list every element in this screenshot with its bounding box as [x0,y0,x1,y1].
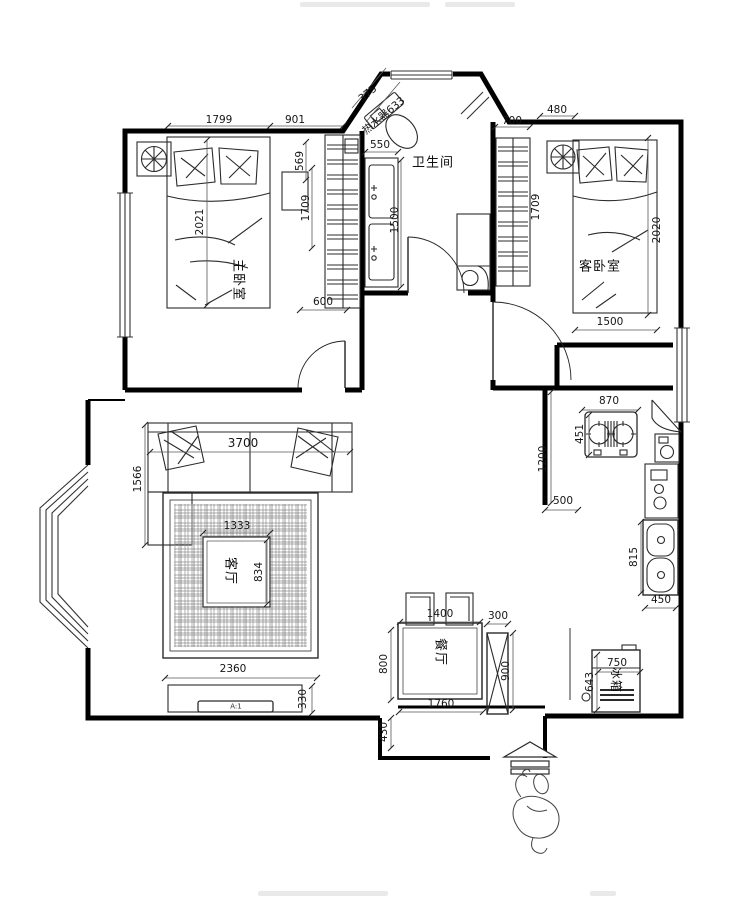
room-label-master-bedroom: 主卧室 [230,258,246,302]
dim-dining-table-width: 1400 [426,607,454,620]
dim-fridge-width: 750 [606,656,628,669]
watermark-bottom [258,891,388,896]
guest-wardrobe [495,137,531,287]
dim-dining-left: 800 [377,653,390,675]
dim-stove-depth: 451 [573,423,586,445]
room-label-bathroom: 卫生间 [411,155,455,171]
entry-arrow [501,741,559,775]
dim-guest-wardrobe-height: 1709 [529,193,542,221]
dim-sink-run: 815 [627,546,640,568]
washing-machine [456,213,491,291]
walls [85,71,684,760]
dim-vanity-width: 550 [369,138,391,151]
dining-chairs [405,592,474,626]
dim-guest-room-depth: 2020 [650,216,663,244]
corner-shelf [651,399,682,463]
master-west-window [117,192,133,338]
master-wardrobe [324,134,361,309]
master-ceiling-lamp [136,141,172,177]
dim-fridge-depth: 643 [583,671,596,693]
dim-guest-wardrobe-width: 700 [501,114,523,127]
dim-master-wardrobe: 1709 [299,194,312,222]
bay-window [39,464,89,649]
dim-guest-lamp-bay: 480 [546,103,568,116]
windows [39,69,691,649]
kitchen-sink [642,519,679,596]
dim-master-bed-length: 2021 [193,208,206,236]
tv-cabinet [167,684,303,713]
furniture [136,92,682,854]
guest-south-wall [554,342,681,388]
watermark-top-2 [445,2,515,7]
dim-sofa-width: 3700 [227,436,259,450]
dim-rug-inner-depth: 834 [252,561,265,583]
dim-sofa-depth: 1566 [131,465,144,493]
guest-door-swing [492,301,572,381]
dim-master-bed-width: 1799 [205,113,233,126]
doors [297,236,572,389]
guest-bed [572,139,658,314]
toilet-dim-lines [351,67,401,123]
bath-door-swing [407,236,465,294]
guest-ceiling-lamp [546,140,580,174]
column-shaft [486,632,509,715]
pillow [614,146,649,183]
room-label-guest-bedroom: 客卧室 [578,259,622,275]
room-label-fridge: 冰箱 [609,666,623,694]
sofa-pillow [290,427,339,477]
fridge [581,644,641,713]
bath-top-window [390,70,453,80]
outer-wall [122,71,684,719]
watermark-top [300,2,430,7]
dim-dining-table-length: 1760 [427,697,455,710]
pillow [576,146,613,184]
kitchen-cabinet [644,463,679,519]
sofa [147,422,353,546]
pillow [218,147,259,185]
dim-column-height: 900 [499,660,512,682]
toilet [364,92,418,149]
vent-mark [460,91,490,120]
dim-stove-width: 870 [598,394,620,407]
dim-sink-width: 450 [650,593,672,606]
living-rug [162,492,319,659]
guest-east-window [674,327,690,423]
dim-kitchen-opening: 500 [552,494,574,507]
dim-column-width: 300 [487,609,509,622]
master-nightstand [281,171,309,211]
room-label-dining-room: 餐厅 [432,637,448,667]
master-bed [166,136,271,309]
person-figure [512,768,560,854]
living-west-wall [85,400,380,721]
pillow [173,147,216,187]
dim-master-nightstand: 569 [293,150,306,172]
dim-tv-cabinet-depth: 330 [296,688,309,710]
gas-stove [584,411,638,458]
tv-label: A:1 [230,702,242,711]
watermark-bottom-2 [590,891,616,896]
dimension-ticks [141,112,680,752]
room-label-living-room: 客厅 [222,556,238,586]
dimension-lines [144,115,676,748]
dim-kitchen-passage: 1200 [536,445,549,473]
bath-vanity [364,157,399,288]
dim-master-right-seg: 901 [284,113,306,126]
dim-master-door: 600 [312,295,334,308]
master-door-swing [297,340,346,389]
dim-guest-bed-width: 1500 [596,315,624,328]
dim-entry-recess: 430 [377,721,390,743]
dim-tv-wall: 2360 [219,662,247,675]
dim-rug-inner-width: 1333 [223,519,251,532]
sofa-pillow [157,425,205,471]
dining-table [397,622,483,700]
dim-vanity-length: 1500 [388,206,401,234]
